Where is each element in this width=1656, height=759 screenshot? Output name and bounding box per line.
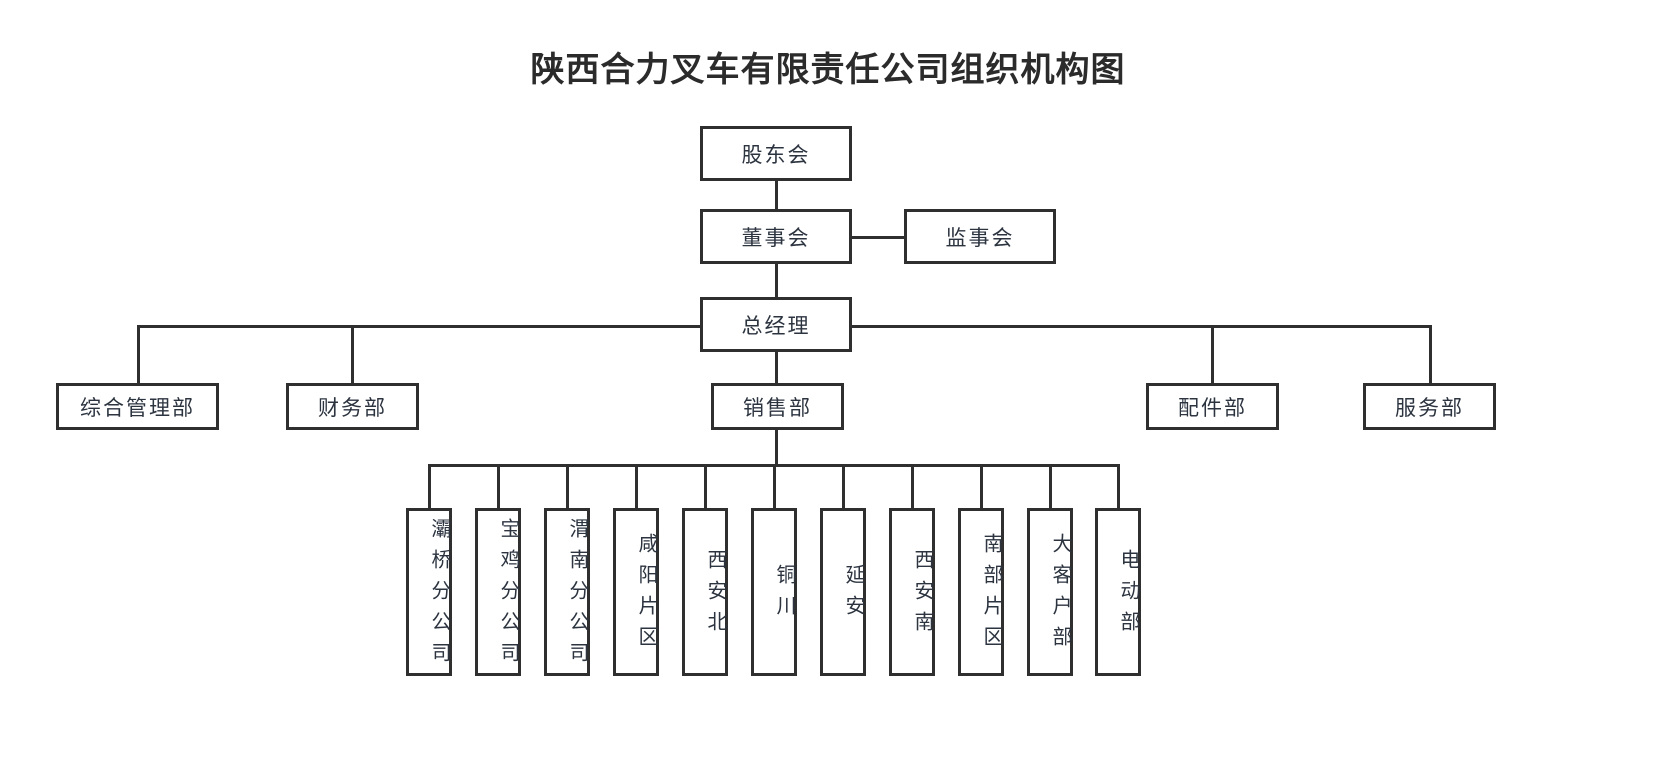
connector-drop-south-area xyxy=(980,464,983,508)
page-title: 陕西合力叉车有限责任公司组织机构图 xyxy=(530,51,1126,89)
connector-drop-general-management xyxy=(137,325,140,383)
node-sales-unit-south-area[interactable]: 南部片区 xyxy=(958,508,1004,676)
connector-sales-to-bus xyxy=(775,430,778,466)
node-sales-unit-key-accounts[interactable]: 大客户部 xyxy=(1027,508,1073,676)
connector-drop-tongchuan xyxy=(773,464,776,508)
node-department-parts[interactable]: 配件部 xyxy=(1146,383,1279,430)
node-department-finance[interactable]: 财务部 xyxy=(286,383,419,430)
connector-drop-service xyxy=(1429,325,1432,383)
node-department-service[interactable]: 服务部 xyxy=(1363,383,1496,430)
node-board-of-supervisors[interactable]: 监事会 xyxy=(904,209,1056,264)
connector-drop-xian-north xyxy=(704,464,707,508)
node-sales-unit-yanan[interactable]: 延安 xyxy=(820,508,866,676)
connector-drop-baoji-branch xyxy=(497,464,500,508)
connector-drop-electric xyxy=(1117,464,1120,508)
node-shareholders[interactable]: 股东会 xyxy=(700,126,852,181)
node-department-sales[interactable]: 销售部 xyxy=(711,383,844,430)
node-general-manager[interactable]: 总经理 xyxy=(700,297,852,352)
connector-drop-baqiao-branch xyxy=(428,464,431,508)
node-sales-unit-baqiao-branch[interactable]: 灞桥分公司 xyxy=(406,508,452,676)
node-sales-unit-xian-north[interactable]: 西安北 xyxy=(682,508,728,676)
node-sales-unit-baoji-branch[interactable]: 宝鸡分公司 xyxy=(475,508,521,676)
connector-shareholders-to-board xyxy=(775,180,778,210)
connector-gm-bus-right xyxy=(849,325,1432,328)
connector-drop-xian-south xyxy=(911,464,914,508)
connector-drop-yanan xyxy=(842,464,845,508)
node-department-general-management[interactable]: 综合管理部 xyxy=(56,383,219,430)
node-sales-unit-tongchuan[interactable]: 铜川 xyxy=(751,508,797,676)
connector-drop-xianyang-area xyxy=(635,464,638,508)
connector-drop-parts xyxy=(1211,325,1214,383)
node-board-of-directors[interactable]: 董事会 xyxy=(700,209,852,264)
connector-board-to-supervisors xyxy=(852,236,906,239)
connector-drop-sales xyxy=(775,352,778,383)
connector-board-to-gm xyxy=(775,264,778,301)
node-sales-unit-xian-south[interactable]: 西安南 xyxy=(889,508,935,676)
node-sales-unit-weinan-branch[interactable]: 渭南分公司 xyxy=(544,508,590,676)
connector-drop-finance xyxy=(351,325,354,383)
connector-drop-weinan-branch xyxy=(566,464,569,508)
connector-sales-unit-bus xyxy=(428,464,1117,467)
node-sales-unit-xianyang-area[interactable]: 咸阳片区 xyxy=(613,508,659,676)
connector-gm-bus-left xyxy=(137,325,703,328)
connector-drop-key-accounts xyxy=(1049,464,1052,508)
node-sales-unit-electric[interactable]: 电动部 xyxy=(1095,508,1141,676)
